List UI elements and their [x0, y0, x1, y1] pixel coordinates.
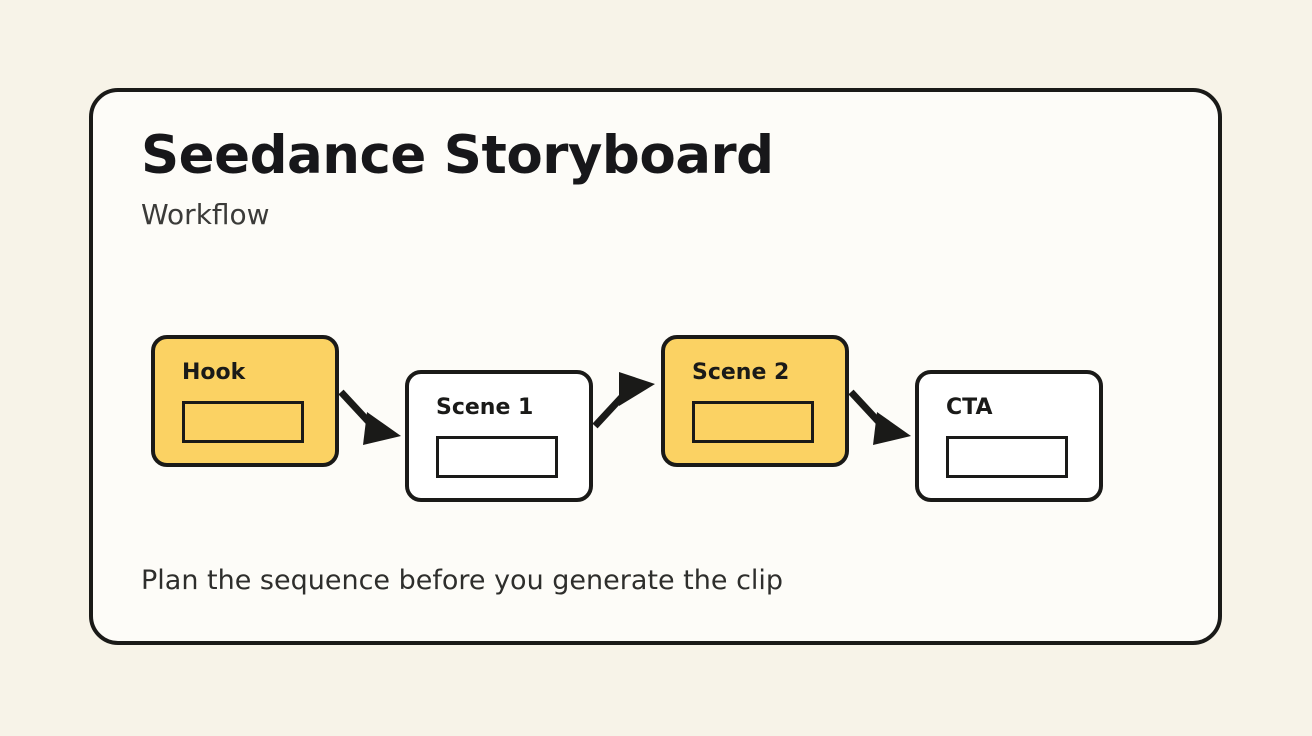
flow-node-label: Scene 2: [692, 360, 790, 385]
flow-node-scene-1[interactable]: Scene 1: [405, 370, 593, 502]
page-title: Seedance Storyboard: [141, 125, 774, 186]
flow-node-slot: [946, 436, 1068, 478]
flow-node-label: Hook: [182, 360, 246, 385]
arrow-hook-scene1: [338, 389, 401, 445]
arrow-scene2-cta: [848, 389, 911, 445]
flow-node-scene-2[interactable]: Scene 2: [661, 335, 849, 467]
arrow-scene1-scene2: [592, 372, 655, 429]
flow-node-label: CTA: [946, 395, 993, 420]
flow-node-hook[interactable]: Hook: [151, 335, 339, 467]
storyboard-card: Seedance Storyboard Workflow Hook Scene …: [89, 88, 1222, 645]
flow-node-slot: [436, 436, 558, 478]
flow-node-slot: [692, 401, 814, 443]
flow-node-slot: [182, 401, 304, 443]
page-subtitle: Workflow: [141, 198, 270, 231]
flow-node-label: Scene 1: [436, 395, 534, 420]
diagram-caption: Plan the sequence before you generate th…: [141, 565, 784, 596]
workflow-diagram: Hook Scene 1 Scene 2 CT: [93, 92, 1226, 649]
flow-node-cta[interactable]: CTA: [915, 370, 1103, 502]
